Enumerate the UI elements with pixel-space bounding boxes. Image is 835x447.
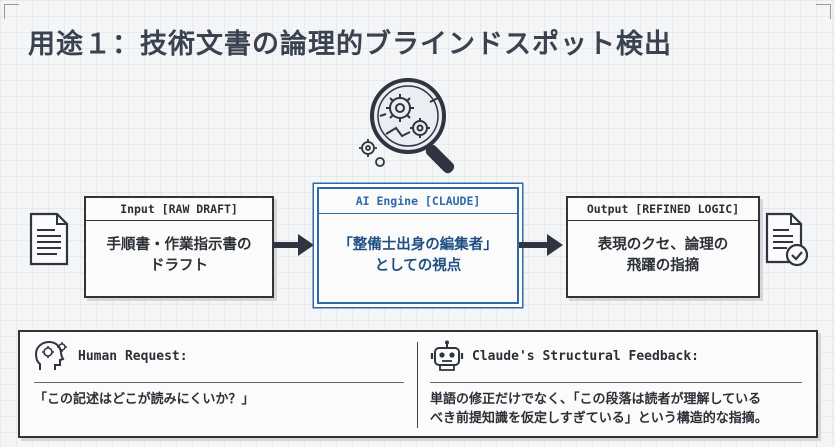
claude-feedback-line-2: べき前提知識を仮定しすぎている」という構造的な指摘。 bbox=[430, 411, 768, 426]
input-line-2: ドラフト bbox=[150, 258, 208, 274]
human-rule bbox=[34, 382, 404, 383]
input-header: Input [RAW DRAFT] bbox=[86, 198, 272, 221]
panel-divider bbox=[417, 342, 418, 428]
output-box: Output [REFINED LOGIC] 表現のクセ、論理の飛躍の指摘 bbox=[566, 196, 760, 298]
arrow-right-icon bbox=[272, 234, 314, 256]
input-body: 手順書・作業指示書のドラフト bbox=[86, 221, 272, 291]
ai-header: AI Engine [CLAUDE] bbox=[319, 189, 517, 214]
output-line-2: 飛躍の指摘 bbox=[626, 258, 700, 274]
human-request-text: 「この記述はどこが読みにくいか？」 bbox=[34, 392, 255, 407]
human-request-heading: Human Request: bbox=[34, 340, 188, 372]
document-check-icon bbox=[765, 212, 809, 267]
claude-feedback-line-1: 単語の修正だけでなく、「この段落は読者が理解している bbox=[430, 392, 762, 407]
magnifier-gears-icon bbox=[359, 78, 455, 174]
output-header: Output [REFINED LOGIC] bbox=[568, 198, 758, 221]
robot-icon bbox=[430, 340, 464, 371]
output-body: 表現のクセ、論理の飛躍の指摘 bbox=[568, 221, 758, 291]
ai-line-2: としての視点 bbox=[374, 258, 462, 274]
human-request-label: Human Request: bbox=[78, 348, 188, 364]
output-line-1: 表現のクセ、論理の bbox=[597, 237, 729, 253]
claude-rule bbox=[430, 382, 802, 383]
input-box: Input [RAW DRAFT] 手順書・作業指示書のドラフト bbox=[84, 196, 274, 298]
arrow-right-icon bbox=[519, 234, 563, 256]
claude-feedback-heading: Claude's Structural Feedback: bbox=[430, 340, 699, 372]
input-line-1: 手順書・作業指示書の bbox=[106, 237, 252, 253]
corner-mark-top-left bbox=[4, 4, 19, 19]
bottom-panel: Human Request: 「この記述はどこが読みにくいか？」 Claude'… bbox=[18, 330, 818, 438]
ai-line-1: 「整備士出身の編集者」 bbox=[338, 237, 498, 253]
head-gears-icon bbox=[34, 340, 67, 370]
ai-engine-box: AI Engine [CLAUDE] 「整備士出身の編集者」としての視点 bbox=[317, 187, 519, 304]
ai-body: 「整備士出身の編集者」としての視点 bbox=[319, 214, 517, 298]
document-icon bbox=[29, 212, 69, 266]
claude-feedback-text: 単語の修正だけでなく、「この段落は読者が理解している べき前提知識を仮定しすぎて… bbox=[430, 390, 768, 428]
claude-feedback-label: Claude's Structural Feedback: bbox=[472, 348, 699, 364]
page-title: 用途１：技術文書の論理的ブラインドスポット検出 bbox=[28, 29, 672, 60]
corner-mark-top-right bbox=[816, 4, 831, 19]
